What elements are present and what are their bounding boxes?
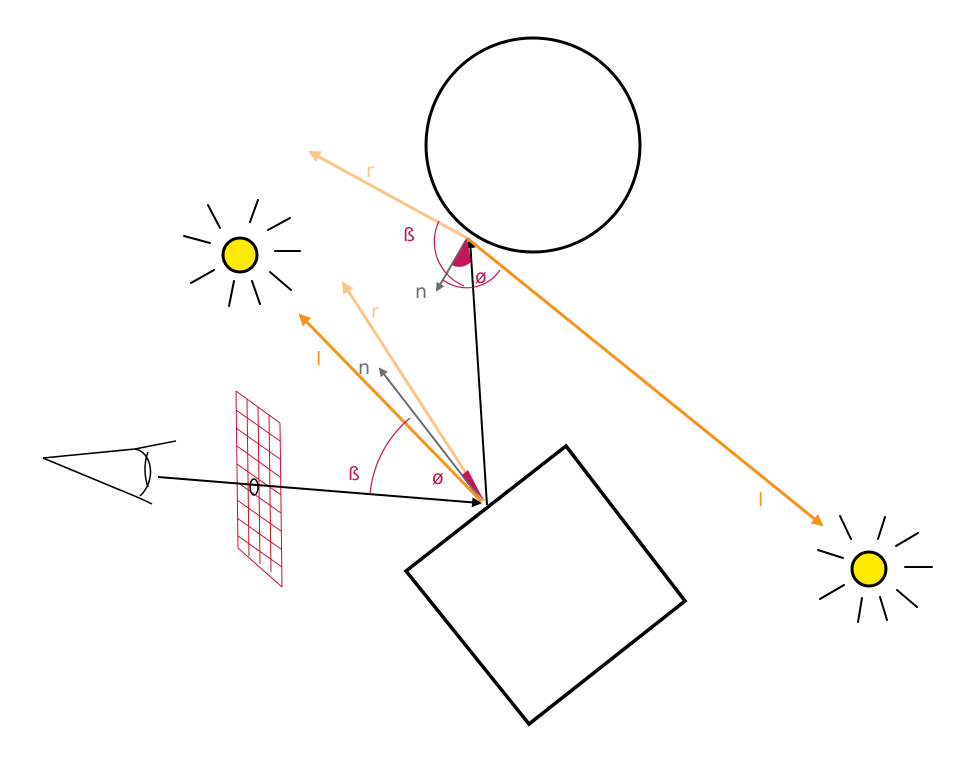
label-l-right: l — [758, 489, 763, 511]
label-n-lower: n — [358, 357, 370, 379]
reflected-ray-upper — [308, 150, 468, 240]
primary-ray — [157, 476, 482, 508]
label-phi-lower: ø — [432, 467, 444, 489]
beta-arc-upper — [433, 220, 465, 287]
label-r-lower: r — [371, 301, 379, 323]
sun-icon — [817, 515, 933, 623]
image-plane-grid — [235, 390, 283, 588]
sphere-object — [424, 36, 642, 254]
phi-arc-upper — [442, 269, 501, 289]
cube-object — [403, 443, 688, 727]
beta-arc-lower — [369, 417, 411, 495]
normal-vector-upper — [435, 239, 467, 292]
label-n-upper: n — [415, 281, 427, 303]
phi-wedge-lower — [462, 470, 484, 501]
label-beta-upper: ß — [403, 224, 415, 246]
secondary-ray — [465, 238, 488, 506]
reflected-ray-lower — [341, 281, 486, 502]
label-r-upper: r — [366, 160, 374, 182]
phi-wedge-upper — [452, 238, 471, 267]
label-phi-upper: ø — [475, 266, 487, 288]
light-ray-upper — [466, 236, 824, 527]
light-ray-lower — [298, 313, 483, 503]
sun-icon — [183, 199, 301, 307]
eye-icon — [42, 440, 177, 505]
label-l-left: l — [316, 348, 321, 370]
normal-vector-lower — [378, 367, 483, 502]
label-beta-lower: ß — [348, 463, 360, 485]
pixel-marker — [249, 478, 259, 496]
